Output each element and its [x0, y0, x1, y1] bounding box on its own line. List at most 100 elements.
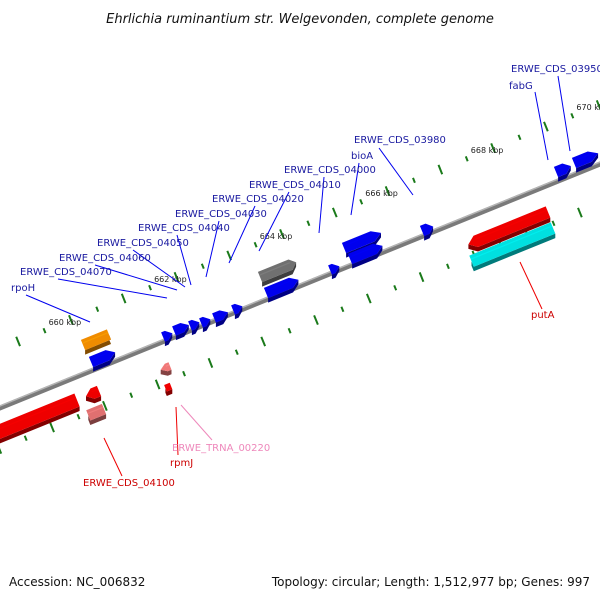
minor-tick [464, 156, 469, 162]
major-tick [365, 293, 372, 304]
map-title: Ehrlichia ruminantium str. Welgevonden, … [106, 12, 494, 27]
label-erwe-cds-04070[interactable]: ERWE_CDS_04070 [20, 267, 112, 278]
feature-erwe-cds-04070b[interactable] [161, 330, 173, 347]
major-tick [437, 164, 444, 175]
minor-tick [287, 327, 292, 334]
leader-erwe-cds-04040 [176, 234, 192, 286]
feature-erwe-cds-04040[interactable] [212, 310, 228, 328]
major-tick [68, 314, 74, 325]
major-tick [418, 272, 425, 283]
major-tick [260, 336, 267, 347]
minor-tick [76, 413, 81, 420]
leader-puta [519, 261, 543, 310]
major-tick [49, 422, 55, 433]
feature-erwe-cds-04060[interactable] [188, 319, 200, 336]
leader-rpmj [175, 406, 179, 456]
label-erwe-cds-03950[interactable]: ERWE_CDS_03950 [511, 64, 600, 75]
feature-erwe-cds-04100-a[interactable] [86, 385, 102, 404]
minor-tick [446, 263, 450, 270]
label-rpmj[interactable]: rpmJ [170, 458, 193, 469]
feature-erwe-cds-04030[interactable] [231, 303, 243, 320]
minor-tick [306, 220, 311, 227]
feature-rpmj[interactable] [164, 382, 173, 396]
major-tick [15, 336, 21, 347]
major-tick [490, 143, 496, 154]
minor-tick [412, 177, 416, 184]
feature-erwe-cds-03950[interactable] [571, 151, 599, 173]
leader-bioa [350, 162, 360, 216]
major-tick [120, 293, 127, 304]
major-tick [577, 207, 583, 218]
leader-fabg [534, 91, 549, 161]
major-tick [207, 357, 214, 368]
feature-erwe-cds-04020b[interactable] [328, 263, 340, 280]
leader-erwe-cds-04060 [94, 264, 178, 291]
minor-tick [359, 199, 364, 205]
leader-erwe-cds-03980 [378, 147, 414, 196]
minor-tick [148, 284, 152, 291]
feature-fabg[interactable] [553, 163, 571, 182]
tick-label: 670 kbp [576, 103, 600, 112]
label-erwe-cds-04000[interactable]: ERWE_CDS_04000 [284, 165, 376, 176]
label-rpoh[interactable]: rpoH [11, 283, 35, 294]
minor-tick [234, 349, 239, 355]
label-bioa[interactable]: bioA [351, 151, 373, 162]
leader-erwe-cds-04070 [57, 278, 168, 299]
leader-erwe-cds-04050 [132, 249, 186, 288]
minor-tick [517, 134, 522, 141]
feature-blocks [0, 151, 599, 445]
major-tick [173, 271, 180, 282]
feature-erwe-cds-04000[interactable] [347, 243, 383, 269]
minor-tick [95, 306, 100, 312]
feature-erwe-cds-03980[interactable] [419, 223, 434, 241]
minor-tick [551, 220, 556, 227]
feature-rrna[interactable] [80, 329, 111, 355]
major-tick [154, 379, 161, 390]
leader-erwe-trna-00220 [180, 404, 213, 441]
major-tick [543, 121, 549, 132]
label-erwe-cds-04100[interactable]: ERWE_CDS_04100 [83, 478, 175, 489]
label-erwe-cds-04020[interactable]: ERWE_CDS_04020 [212, 194, 304, 205]
feature-erwe-cds-04010[interactable] [257, 259, 297, 287]
feature-puta-misc[interactable] [469, 222, 556, 272]
leader-erwe-cds-03950 [557, 75, 571, 152]
major-tick [313, 315, 319, 325]
feature-erwe-cds-04050[interactable] [199, 316, 211, 333]
label-erwe-trna-00220[interactable]: ERWE_TRNA_00220 [172, 443, 270, 454]
tick-label: 660 kbp [49, 318, 82, 327]
major-tick [331, 207, 338, 218]
leader-erwe-cds-04020 [228, 205, 256, 264]
feature-erwe-cds-04100-b[interactable] [86, 403, 107, 425]
major-tick [384, 186, 391, 197]
label-erwe-cds-04060[interactable]: ERWE_CDS_04060 [59, 253, 151, 264]
feature-erwe-cds-04020[interactable] [263, 277, 299, 303]
feature-erwe-trna-00220[interactable] [160, 362, 172, 376]
tick-label: 668 kbp [471, 146, 504, 155]
feature-erwe-cds-04100[interactable] [0, 393, 80, 445]
label-erwe-cds-03980[interactable]: ERWE_CDS_03980 [354, 135, 446, 146]
feature-rpoh[interactable] [88, 350, 116, 372]
major-tick [0, 448, 3, 454]
leader-erwe-cds-04010 [258, 191, 290, 252]
minor-tick [23, 435, 28, 441]
genome-summary-text: Topology: circular; Length: 1,512,977 bp… [271, 575, 590, 589]
minor-tick [42, 327, 47, 334]
tick-label: 662 kbp [154, 275, 187, 284]
minor-tick [393, 285, 398, 291]
tick-ring-outer [15, 100, 600, 347]
label-erwe-cds-04010[interactable]: ERWE_CDS_04010 [249, 180, 341, 191]
label-puta[interactable]: putA [531, 310, 555, 321]
accession-text: Accession: NC_006832 [9, 575, 145, 589]
feature-erwe-cds-04070[interactable] [172, 323, 189, 341]
feature-puta[interactable] [468, 206, 551, 252]
label-erwe-cds-04040[interactable]: ERWE_CDS_04040 [138, 223, 230, 234]
leader-erwe-cds-04000 [318, 176, 325, 234]
label-fabg[interactable]: fabG [509, 81, 533, 92]
tick-label: 664 kbp [260, 232, 293, 241]
tick-label: 666 kbp [365, 189, 398, 198]
minor-tick [570, 113, 575, 119]
label-erwe-cds-04050[interactable]: ERWE_CDS_04050 [97, 238, 189, 249]
label-erwe-cds-04030[interactable]: ERWE_CDS_04030 [175, 209, 267, 220]
